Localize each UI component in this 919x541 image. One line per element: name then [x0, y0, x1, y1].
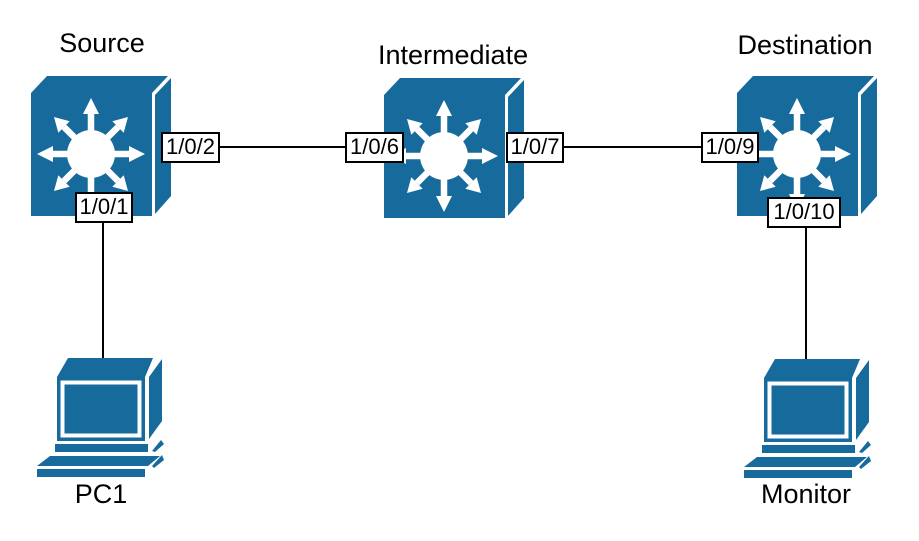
label-source: Source	[59, 28, 145, 58]
workstation-icon	[741, 356, 873, 480]
port-label-1-0-9: 1/0/9	[701, 132, 759, 163]
port-label-1-0-1: 1/0/1	[75, 192, 133, 223]
workstation-icon	[34, 355, 166, 479]
link-source-pc1	[102, 221, 104, 360]
link-destination-monitor	[805, 226, 807, 360]
switch-intermediate	[384, 78, 524, 218]
label-monitor: Monitor	[760, 479, 852, 509]
label-destination: Destination	[737, 30, 873, 60]
label-intermediate: Intermediate	[378, 40, 529, 70]
workstation-pc1	[34, 355, 166, 479]
link-intermediate-destination	[563, 146, 702, 148]
port-label-1-0-10: 1/0/10	[767, 197, 841, 228]
workstation-monitor	[741, 356, 873, 480]
port-label-1-0-6: 1/0/6	[345, 132, 404, 163]
switch-icon	[384, 78, 524, 218]
port-label-1-0-2: 1/0/2	[161, 132, 220, 163]
link-source-intermediate	[218, 146, 346, 148]
port-label-1-0-7: 1/0/7	[506, 132, 564, 163]
label-pc1: PC1	[74, 479, 128, 509]
